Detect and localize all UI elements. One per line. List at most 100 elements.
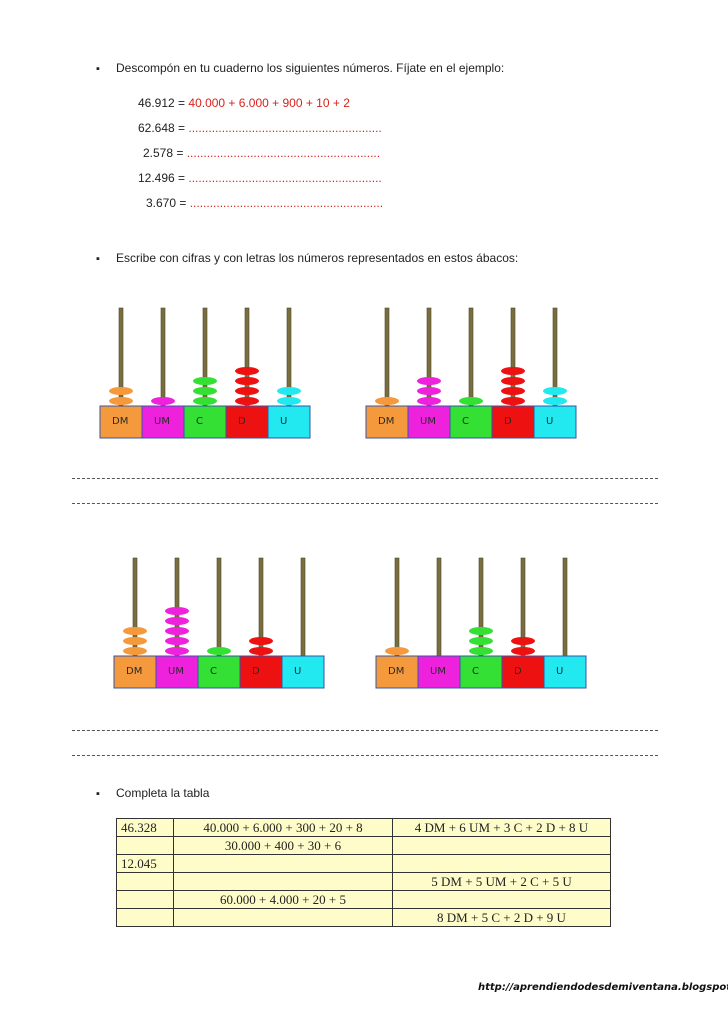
abacus-label: UM xyxy=(154,416,170,427)
abacus-bead xyxy=(417,387,441,395)
abacus-base-u xyxy=(543,655,587,689)
abacus-bead xyxy=(165,607,189,615)
table-cell[interactable] xyxy=(173,872,393,891)
example-answer: 40.000 + 6.000 + 900 + 10 + 2 xyxy=(188,96,350,110)
abacus-base-d xyxy=(491,405,535,439)
abacus-label: D xyxy=(238,416,246,427)
example-line: 46.912 = 40.000 + 6.000 + 900 + 10 + 2 xyxy=(138,96,350,110)
blog-link[interactable]: http://aprendiendodesdemiventana.blogspo… xyxy=(478,982,728,993)
abacus-bead xyxy=(193,377,217,385)
table-cell[interactable] xyxy=(173,908,393,927)
table-cell[interactable]: 40.000 + 6.000 + 300 + 20 + 8 xyxy=(173,818,393,837)
abacus-label: U xyxy=(556,666,563,677)
abacus-bead xyxy=(123,637,147,645)
answer-line[interactable] xyxy=(72,730,658,731)
abacus-rod xyxy=(468,307,474,407)
table-cell[interactable] xyxy=(173,854,393,873)
abacus-label: C xyxy=(196,416,203,427)
abacus-base-c xyxy=(449,405,493,439)
abacus-base-c xyxy=(459,655,503,689)
answer-line[interactable] xyxy=(72,755,658,756)
abacus-base-d xyxy=(225,405,269,439)
abacus-bead xyxy=(375,397,399,405)
table-cell[interactable] xyxy=(116,908,174,927)
table-cell[interactable]: 4 DM + 6 UM + 3 C + 2 D + 8 U xyxy=(392,818,611,837)
abacus-bead xyxy=(123,627,147,635)
abacus-label: D xyxy=(514,666,522,677)
abacus-base-u xyxy=(281,655,325,689)
answer-line[interactable] xyxy=(72,478,658,479)
abacus-bead xyxy=(193,397,217,405)
bullet-icon: ▪ xyxy=(96,253,100,265)
table-cell[interactable] xyxy=(116,836,174,855)
table-cell[interactable]: 60.000 + 4.000 + 20 + 5 xyxy=(173,890,393,909)
answer-line[interactable] xyxy=(72,503,658,504)
abacus-bead xyxy=(165,637,189,645)
abacus-base-u xyxy=(533,405,577,439)
bullet-icon: ▪ xyxy=(96,63,100,75)
instruction-table: Completa la tabla xyxy=(116,786,210,800)
abacus-base-c xyxy=(183,405,227,439)
abacus-bead xyxy=(165,647,189,655)
table-cell[interactable] xyxy=(392,854,611,873)
table-cell[interactable] xyxy=(392,890,611,909)
exercise-blank[interactable]: ........................................… xyxy=(188,171,382,185)
instruction-abacus: Escribe con cifras y con letras los núme… xyxy=(116,251,519,265)
abacus-rod xyxy=(384,307,390,407)
exercise-line: 3.670 = ................................… xyxy=(146,196,383,210)
table-row: 12.045 xyxy=(116,854,611,873)
abacus-base-dm xyxy=(365,405,409,439)
abacus-bead xyxy=(501,377,525,385)
table-cell[interactable]: 8 DM + 5 C + 2 D + 9 U xyxy=(392,908,611,927)
exercise-blank[interactable]: ........................................… xyxy=(189,196,384,210)
exercise-number: 12.496 = xyxy=(138,171,189,185)
abacus-base-dm xyxy=(375,655,419,689)
table-row: 5 DM + 5 UM + 2 C + 5 U xyxy=(116,872,611,891)
abacus-base-d xyxy=(501,655,545,689)
exercise-line: 2.578 = ................................… xyxy=(143,146,380,160)
abacus-base-d xyxy=(239,655,283,689)
table-cell[interactable] xyxy=(116,890,174,909)
abacus-base-um xyxy=(155,655,199,689)
abacus-label: D xyxy=(504,416,512,427)
abacus-base-dm xyxy=(113,655,157,689)
place-value-table: 46.328 40.000 + 6.000 + 300 + 20 + 8 4 D… xyxy=(116,818,611,927)
instruction-decompose: Descompón en tu cuaderno los siguientes … xyxy=(116,61,505,75)
abacus-label: C xyxy=(210,666,217,677)
abacus-rod xyxy=(394,557,400,657)
abacus-bead xyxy=(165,617,189,625)
abacus-bead xyxy=(235,367,259,375)
abacus-bead xyxy=(501,397,525,405)
table-cell[interactable]: 5 DM + 5 UM + 2 C + 5 U xyxy=(392,872,611,891)
abacus-label: C xyxy=(462,416,469,427)
abacus-bead xyxy=(249,647,273,655)
abacus-bead xyxy=(501,367,525,375)
table-cell[interactable]: 30.000 + 400 + 30 + 6 xyxy=(173,836,393,855)
abacus-rod xyxy=(562,557,568,657)
table-cell[interactable]: 12.045 xyxy=(116,854,174,873)
exercise-blank[interactable]: ........................................… xyxy=(188,121,382,135)
exercise-line: 62.648 = ...............................… xyxy=(138,121,382,135)
abacus-bead xyxy=(151,397,175,405)
table-cell[interactable]: 46.328 xyxy=(116,818,174,837)
abacus-bead xyxy=(249,637,273,645)
abacus-bead xyxy=(277,387,301,395)
abacus-label: DM xyxy=(112,416,128,427)
abacus-bead xyxy=(277,397,301,405)
abacus-bead xyxy=(469,627,493,635)
table-cell[interactable] xyxy=(116,872,174,891)
abacus-bead xyxy=(235,397,259,405)
abacus-base-u xyxy=(267,405,311,439)
abacus-bead xyxy=(123,647,147,655)
exercise-blank[interactable]: ........................................… xyxy=(186,146,381,160)
table-row: 8 DM + 5 C + 2 D + 9 U xyxy=(116,908,611,927)
table-cell[interactable] xyxy=(392,836,611,855)
abacus-bead xyxy=(459,397,483,405)
abacus-bead xyxy=(417,377,441,385)
abacus-label: U xyxy=(546,416,553,427)
abacus-label: U xyxy=(294,666,301,677)
